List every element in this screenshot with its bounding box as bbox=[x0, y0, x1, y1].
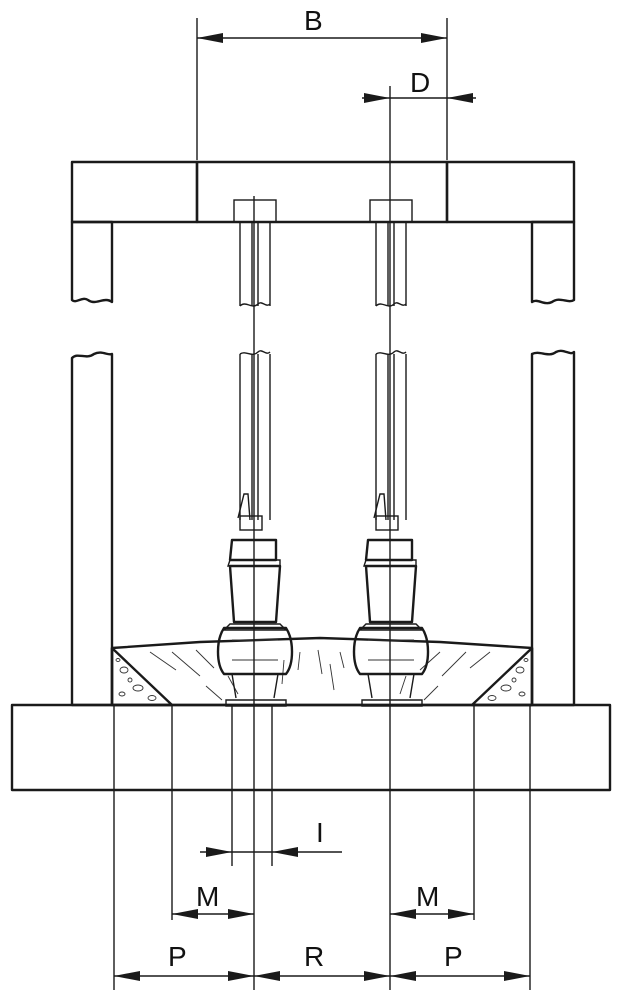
sump-structure bbox=[10, 160, 612, 792]
pump-left bbox=[216, 222, 294, 707]
benching bbox=[110, 636, 534, 707]
dimension-lines bbox=[114, 33, 530, 981]
label-D: D bbox=[410, 67, 430, 98]
extension-lines bbox=[113, 18, 531, 990]
cover-slab bbox=[70, 160, 576, 224]
label-P-right: P bbox=[444, 941, 463, 972]
label-M-right: M bbox=[416, 881, 439, 912]
label-M-left: M bbox=[196, 881, 219, 912]
lower-wall-left bbox=[70, 351, 114, 707]
guide-rails-left bbox=[239, 222, 271, 520]
base-slab bbox=[10, 703, 612, 792]
upper-wall-right bbox=[530, 220, 576, 305]
label-B: B bbox=[304, 5, 323, 36]
guide-rails-right bbox=[375, 222, 407, 520]
dimension-labels: B D I M M P R P bbox=[168, 5, 463, 972]
lower-wall-right bbox=[530, 349, 576, 707]
label-I: I bbox=[316, 817, 324, 848]
label-P-left: P bbox=[168, 941, 187, 972]
label-R: R bbox=[304, 941, 324, 972]
pump-right bbox=[352, 222, 430, 707]
upper-wall-left bbox=[70, 220, 114, 304]
